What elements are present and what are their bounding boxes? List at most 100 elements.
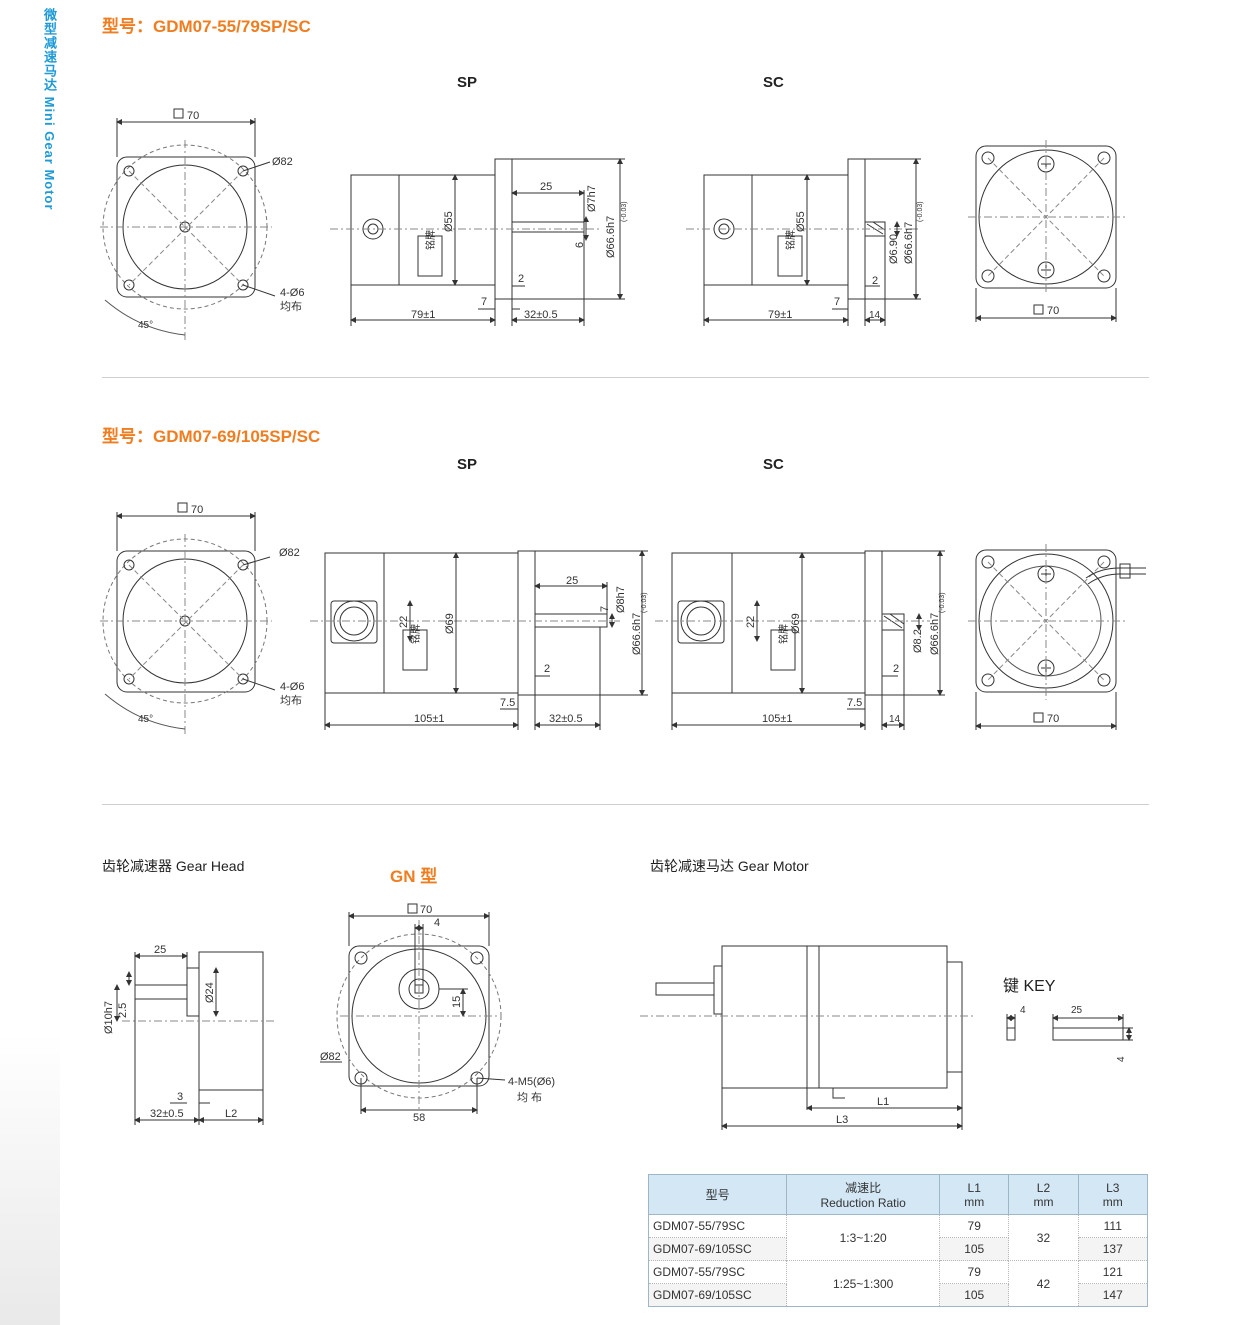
dim-output-2: 32±0.5 (549, 713, 583, 725)
dim-tol-2b: (-0.03) (939, 592, 946, 613)
gm-l1: L1 (877, 1096, 889, 1108)
dim-sc-len-2: 14 (889, 714, 901, 725)
cell-model: GDM07-69/105SC (647, 1283, 788, 1307)
divider-2 (102, 804, 1149, 805)
cell-l3: 121 (1077, 1260, 1149, 1284)
th-model: 型号 (647, 1174, 788, 1215)
sp-side-view-2 (310, 550, 648, 730)
dim-gap-2: 2 (544, 663, 550, 675)
dim-holes-note-1: 均布 (280, 300, 302, 313)
dim-holes-note-2: 均布 (280, 694, 302, 707)
dim-tol-1b: (-0.03) (917, 201, 924, 222)
th-l3-label: L3 (1106, 1180, 1120, 1195)
gn-title: GN 型 (390, 867, 438, 886)
sp-label-2: SP (457, 456, 478, 473)
nameplate-1b: 铭牌 (784, 230, 797, 250)
dim-flange-1: 7 (481, 296, 487, 308)
gn-pcd: Ø82 (320, 1051, 341, 1063)
dim-pilot-1b: Ø66.6h7 (903, 222, 915, 264)
key-title: 键 KEY (1003, 978, 1056, 995)
cell-l2: 42 (1008, 1260, 1079, 1307)
table-row: GDM07-69/105SC 105 147 (647, 1283, 1149, 1307)
gn-key-h: 15 (451, 996, 463, 1008)
gn-drawing (320, 903, 506, 1114)
cell-l1: 79 (938, 1214, 1010, 1238)
dim-sc-dia-2: Ø8.2 (912, 629, 924, 653)
th-l2: L2 mm (1008, 1174, 1079, 1215)
dim-shaft-len-1: 25 (540, 181, 552, 193)
th-l2-unit: mm (1033, 1194, 1054, 1209)
nameplate-2b: 铭牌 (777, 624, 790, 644)
dim-square-1: 70 (187, 110, 199, 122)
dim-length-1: 79±1 (411, 309, 435, 321)
cell-l2: 32 (1008, 1214, 1079, 1261)
cell-l3: 147 (1077, 1283, 1149, 1307)
dim-tol-2: (-0.03) (641, 592, 648, 613)
dim-body-dia-1b: Ø55 (795, 211, 807, 232)
table-row: GDM07-69/105SC 105 137 (647, 1237, 1149, 1261)
th-l1-label: L1 (967, 1180, 981, 1195)
gh-key: 2.5 (117, 1003, 129, 1018)
dim-square-2b: 70 (1047, 713, 1059, 725)
dim-pcd-2: Ø82 (279, 547, 300, 559)
category-label: 微型减速马达 Mini Gear Motor (42, 8, 57, 211)
dim-key-h-2: 7 (599, 606, 611, 612)
th-l1: L1 mm (938, 1174, 1010, 1215)
dim-holes-2: 4-Ø6 (280, 681, 304, 693)
cell-l3: 111 (1077, 1214, 1149, 1238)
key-drawing (1006, 1014, 1133, 1041)
model-title-2: 型号：GDM07-69/105SP/SC (102, 427, 321, 446)
dim-length-2b: 105±1 (762, 713, 793, 725)
gh-body: L2 (225, 1108, 237, 1120)
spec-table: 型号 减速比 Reduction Ratio L1 mm L2 mm L3 mm… (647, 1174, 1149, 1307)
dim-pilot-1: Ø66.6h7 (605, 216, 617, 258)
gh-shaft-dia: Ø10h7 (103, 1001, 115, 1034)
divider-1 (102, 377, 1149, 378)
cell-model: GDM07-55/79SC (647, 1214, 788, 1238)
gh-output: 32±0.5 (150, 1108, 184, 1120)
dim-shaft-dia-2: Ø8h7 (615, 586, 627, 613)
sc-front-view-1 (968, 140, 1125, 322)
dim-flange-2: 7.5 (500, 697, 515, 709)
sc-label-1: SC (763, 74, 784, 91)
dim-pilot-2: Ø66.6h7 (631, 613, 643, 655)
cell-model: GDM07-55/79SC (647, 1260, 788, 1284)
dim-gap-1: 2 (518, 273, 524, 285)
dim-sc-dia-1: Ø6.90 (888, 234, 900, 264)
th-ratio-en: Reduction Ratio (820, 1196, 906, 1210)
dim-angle-2: 45° (138, 714, 153, 725)
th-l3: L3 mm (1077, 1174, 1149, 1215)
cell-ratio: 1:3~1:20 (786, 1214, 940, 1261)
gear-head-drawing (114, 951, 276, 1125)
front-view-1 (100, 108, 276, 340)
side-rail: 微型减速马达 Mini Gear Motor (0, 0, 60, 1325)
cell-l1: 105 (938, 1237, 1010, 1261)
table-row: GDM07-55/79SC 1:3~1:20 79 32 111 (647, 1214, 1149, 1261)
th-l2-label: L2 (1036, 1180, 1051, 1195)
key-w: 4 (1020, 1005, 1026, 1016)
dim-body-dia-2b: Ø69 (790, 613, 802, 634)
dim-sc-len-1: 14 (869, 310, 881, 321)
nameplate-2: 铭牌 (409, 624, 422, 644)
gh-hub: Ø24 (204, 982, 216, 1003)
sc-side-view-2 (655, 550, 945, 730)
gm-l3: L3 (836, 1114, 848, 1126)
dim-square-2: 70 (191, 504, 203, 516)
dim-tol-1: (-0.03) (621, 201, 628, 222)
th-l1-unit: mm (964, 1194, 985, 1209)
gear-motor-caption: 齿轮减速马达 Gear Motor (650, 858, 809, 874)
cell-ratio: 1:25~1:300 (786, 1260, 940, 1307)
dim-box-2: 22 (398, 616, 410, 628)
gear-head-caption: 齿轮减速器 Gear Head (102, 858, 245, 874)
dim-holes-1: 4-Ø6 (280, 287, 304, 299)
dim-pilot-2b: Ø66.6h7 (929, 613, 941, 655)
cell-l1: 79 (938, 1260, 1010, 1284)
sp-label-1: SP (457, 74, 478, 91)
dim-output-1: 32±0.5 (524, 309, 558, 321)
nameplate-1: 铭牌 (424, 230, 437, 250)
dim-box-2b: 22 (745, 616, 757, 628)
th-ratio: 减速比 Reduction Ratio (786, 1174, 940, 1215)
dim-square-1b: 70 (1047, 305, 1059, 317)
model-title-1: 型号：GDM07-55/79SP/SC (102, 17, 311, 36)
